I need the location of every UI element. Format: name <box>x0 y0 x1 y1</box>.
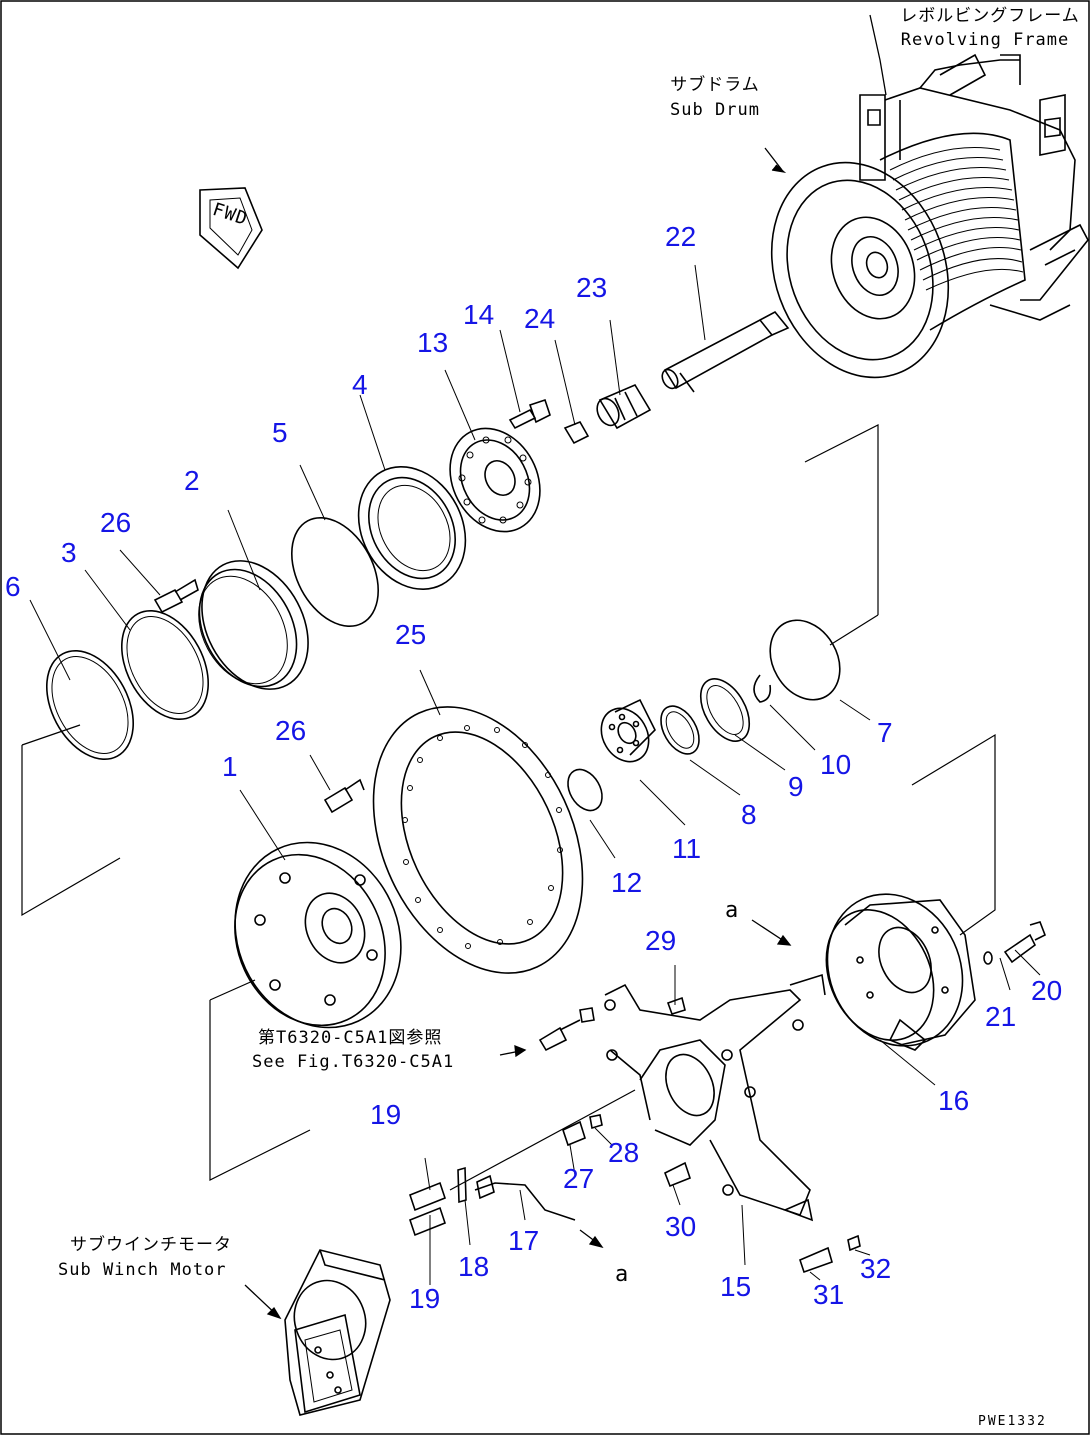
ring-4-drawing <box>357 466 467 590</box>
callout-8: 8 <box>741 799 757 830</box>
sub-winch-motor-drawing <box>284 1249 391 1416</box>
callout-24: 24 <box>524 303 556 334</box>
housing-2-drawing <box>198 560 309 690</box>
bolt-14-drawing <box>508 398 551 430</box>
bolt-26-lower-drawing <box>323 778 365 814</box>
callout-11: 11 <box>672 833 702 864</box>
sub-drum-drawing <box>770 132 1026 379</box>
callout-26-upper: 26 <box>100 507 132 538</box>
sub-drum-jp-label: サブドラム <box>670 75 760 95</box>
callout-17: 17 <box>508 1225 540 1256</box>
oring-5-drawing <box>290 516 380 628</box>
washer-21-drawing <box>983 951 993 965</box>
callout-4: 4 <box>352 369 368 400</box>
callout-27: 27 <box>563 1163 595 1194</box>
sub-drum-en-label: Sub Drum <box>670 100 760 120</box>
reference-a-lower: a <box>615 1262 629 1287</box>
callout-23: 23 <box>576 272 608 303</box>
callout-10: 10 <box>820 749 852 780</box>
callout-18: 18 <box>458 1251 490 1282</box>
ring-9-drawing <box>699 678 751 742</box>
callout-26-lower: 26 <box>275 715 307 746</box>
callout-32: 32 <box>860 1253 892 1284</box>
callout-16: 16 <box>938 1085 970 1116</box>
reference-a-upper: a <box>725 898 739 923</box>
drawing-code: PWE1332 <box>978 1414 1047 1429</box>
ring-6-drawing <box>45 649 135 761</box>
callout-15: 15 <box>720 1271 752 1302</box>
alignment-lines <box>21 424 996 1191</box>
callout-30: 30 <box>665 1211 697 1242</box>
bracket-15-drawing <box>604 973 826 1222</box>
see-fig-jp-label: 第T6320-C5A1図参照 <box>258 1028 443 1048</box>
callout-7: 7 <box>877 717 893 748</box>
ring-3-drawing <box>120 609 210 721</box>
callout-12: 12 <box>611 867 643 898</box>
nut-drawing <box>563 420 590 445</box>
brake-16-drawing <box>825 893 976 1051</box>
fwd-marker-drawing <box>199 187 263 270</box>
see-fig-en-label: See Fig.T6320-C5A1 <box>252 1052 455 1072</box>
callout-19-upper: 19 <box>370 1099 402 1130</box>
callout-28: 28 <box>608 1137 640 1168</box>
sub-winch-motor-jp-label: サブウインチモータ <box>70 1235 232 1255</box>
callout-13: 13 <box>417 327 449 358</box>
ring-plate-25-drawing <box>372 706 584 974</box>
callout-21: 21 <box>985 1001 1017 1032</box>
shaft-drawing <box>661 310 790 393</box>
revolving-frame-jp-label: レボルビングフレーム <box>900 6 1080 26</box>
callout-leaders <box>29 264 1041 1285</box>
leader-lines <box>244 14 887 1320</box>
callout-31: 31 <box>813 1279 845 1310</box>
callout-5: 5 <box>272 417 288 448</box>
oring-12-drawing <box>567 768 603 812</box>
bolt-20-drawing <box>1003 921 1047 964</box>
sub-winch-motor-en-label: Sub Winch Motor <box>58 1260 227 1280</box>
revolving-frame-en-label: Revolving Frame <box>900 30 1070 50</box>
callout-6: 6 <box>5 571 21 602</box>
callout-29: 29 <box>645 925 677 956</box>
flange-1-drawing <box>234 841 402 1029</box>
callout-22: 22 <box>665 221 697 252</box>
gear-11-drawing <box>600 698 656 763</box>
snap-ring-10-drawing <box>753 674 772 703</box>
callout-14: 14 <box>463 299 495 330</box>
ring-8-drawing <box>660 705 700 755</box>
callout-1: 1 <box>222 751 238 782</box>
callout-9: 9 <box>788 771 804 802</box>
callout-19-lower: 19 <box>409 1283 441 1314</box>
callout-3: 3 <box>61 537 77 568</box>
revolving-frame-drawing <box>859 53 1089 321</box>
oring-7-drawing <box>769 619 841 701</box>
plate-13-drawing <box>449 427 541 533</box>
coupling-drawing <box>596 383 652 430</box>
bolt-26-upper-drawing <box>153 578 199 614</box>
callout-2: 2 <box>184 465 200 496</box>
small-fasteners-drawing <box>409 996 861 1274</box>
callout-25: 25 <box>395 619 427 650</box>
callout-20: 20 <box>1031 975 1063 1006</box>
